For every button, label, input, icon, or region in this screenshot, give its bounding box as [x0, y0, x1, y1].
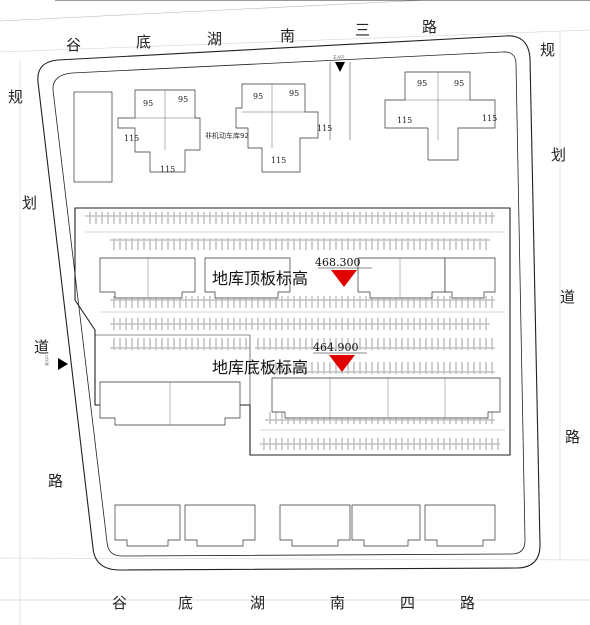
ramp-label: 非机动车库920: [205, 131, 253, 140]
road-char: 湖: [250, 594, 265, 612]
elevation-marker-icon: [329, 355, 355, 372]
site-boundary-inner: [52, 51, 526, 557]
south-road-name: 谷 底 湖 南 四 路: [112, 594, 475, 612]
unit-area-label: 115: [271, 156, 286, 165]
floor-slab-elevation: 464.900: [313, 341, 359, 354]
west-entrance-label: 次入口: [44, 355, 49, 366]
west-road-name: 规 划 道 路: [8, 88, 63, 490]
elevation-marker-icon: [331, 270, 357, 287]
south-buildings: [114, 504, 496, 547]
road-char: 南: [330, 594, 345, 612]
road-char: 道: [34, 338, 49, 356]
road-char: 路: [565, 428, 580, 446]
east-road-name: 规 划 道 路: [540, 41, 580, 446]
unit-area-label: 115: [124, 134, 139, 143]
unit-area-label: 115: [482, 114, 497, 123]
entrance-marker-icon: [335, 62, 345, 72]
roof-slab-annotation: 468.300 地库顶板标高: [212, 256, 372, 288]
floor-slab-label: 地库底板标高: [212, 358, 308, 377]
road-char: 路: [460, 594, 475, 612]
road-char: 湖: [207, 30, 222, 48]
unit-area-label: 95: [253, 92, 263, 101]
road-char: 划: [22, 194, 37, 212]
unit-area-label: 115: [397, 116, 412, 125]
basement-upper-buildings: [99, 257, 496, 299]
road-char: 路: [422, 18, 437, 36]
road-char: 谷: [66, 36, 81, 54]
road-char: 谷: [112, 594, 127, 612]
road-char: 路: [48, 472, 63, 490]
road-char: 三: [355, 21, 370, 39]
unit-area-label: 95: [289, 89, 299, 98]
entrance-marker-icon: [58, 358, 68, 370]
site-boundary-outer: [37, 35, 541, 571]
unit-area-label: 95: [178, 95, 188, 104]
west-middle-building: [99, 381, 241, 426]
main-entrance: 主入口: [329, 54, 351, 140]
road-char: 底: [136, 33, 151, 51]
road-char: 划: [551, 146, 566, 164]
basement-lower-buildings: [271, 377, 501, 419]
north-building-west: 95 95 115 115: [117, 89, 201, 174]
unit-area-label: 115: [160, 165, 175, 174]
unit-area-label: 95: [454, 79, 464, 88]
unit-area-label: 95: [417, 79, 427, 88]
road-char: 规: [8, 88, 23, 106]
north-building-east: 95 95 115 115: [384, 71, 497, 161]
west-entrance: 次入口: [44, 355, 68, 370]
unit-area-label: 95: [143, 99, 153, 108]
road-char: 南: [280, 27, 295, 45]
north-road-name: 谷 底 湖 南 三 路: [66, 18, 437, 54]
road-char: 规: [540, 41, 555, 59]
floor-slab-annotation: 464.900 地库底板标高: [212, 341, 367, 377]
road-char: 四: [400, 594, 415, 612]
road-char: 道: [560, 288, 575, 306]
roof-slab-label: 地库顶板标高: [212, 269, 308, 288]
north-building-center: 95 95 115 115: [235, 83, 332, 173]
road-char: 底: [178, 594, 193, 612]
northwest-building: [73, 91, 113, 183]
unit-area-label: 115: [317, 124, 332, 133]
roof-slab-elevation: 468.300: [315, 256, 361, 269]
main-entrance-label: 主入口: [333, 54, 344, 59]
